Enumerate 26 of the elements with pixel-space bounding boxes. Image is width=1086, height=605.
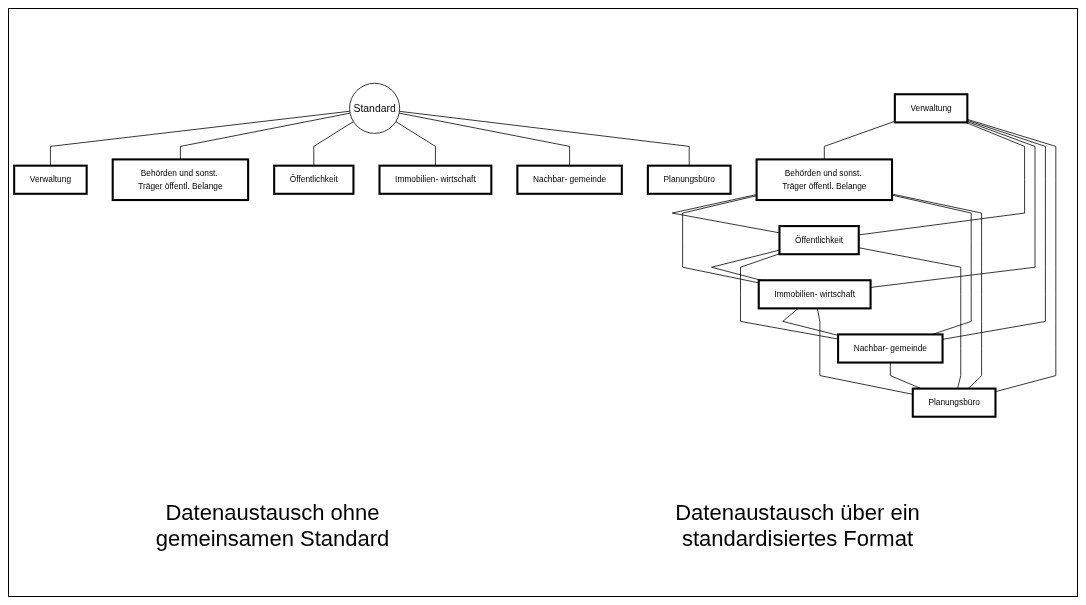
node-box: Nachbar- gemeinde bbox=[516, 164, 623, 195]
node-box: Immobilien- wirtschaft bbox=[378, 164, 493, 195]
node-box: Verwaltung bbox=[893, 93, 969, 124]
connector bbox=[740, 253, 839, 340]
connector bbox=[823, 120, 896, 160]
connector bbox=[711, 249, 780, 281]
connector bbox=[671, 194, 780, 234]
connector bbox=[891, 193, 982, 389]
caption-text: Datenaustausch ohne gemeinsamen Standard bbox=[154, 500, 391, 552]
node-box: Öffentlichkeit bbox=[778, 225, 860, 256]
node-box: Behörden und sonst. Träger öffentl. Belange bbox=[755, 158, 894, 202]
node-box: Planungsbüro bbox=[646, 164, 732, 195]
connector bbox=[870, 121, 1036, 288]
connector bbox=[782, 308, 839, 336]
node-box: Nachbar- gemeinde bbox=[837, 333, 944, 364]
node-box: Öffentlichkeit bbox=[273, 164, 355, 195]
connector bbox=[180, 112, 351, 160]
connector bbox=[942, 120, 1046, 340]
connector bbox=[858, 122, 1025, 236]
node-box: Behörden und sonst. Träger öffentl. Belange bbox=[111, 158, 250, 202]
caption-text: Datenaustausch über ein standardisiertes Format bbox=[674, 500, 921, 552]
node-circle: Standard bbox=[349, 82, 401, 134]
connector bbox=[858, 247, 962, 389]
node-box: Immobilien- wirtschaft bbox=[757, 279, 872, 310]
node-box: Verwaltung bbox=[13, 164, 88, 195]
node-box: Planungsbüro bbox=[911, 387, 997, 418]
